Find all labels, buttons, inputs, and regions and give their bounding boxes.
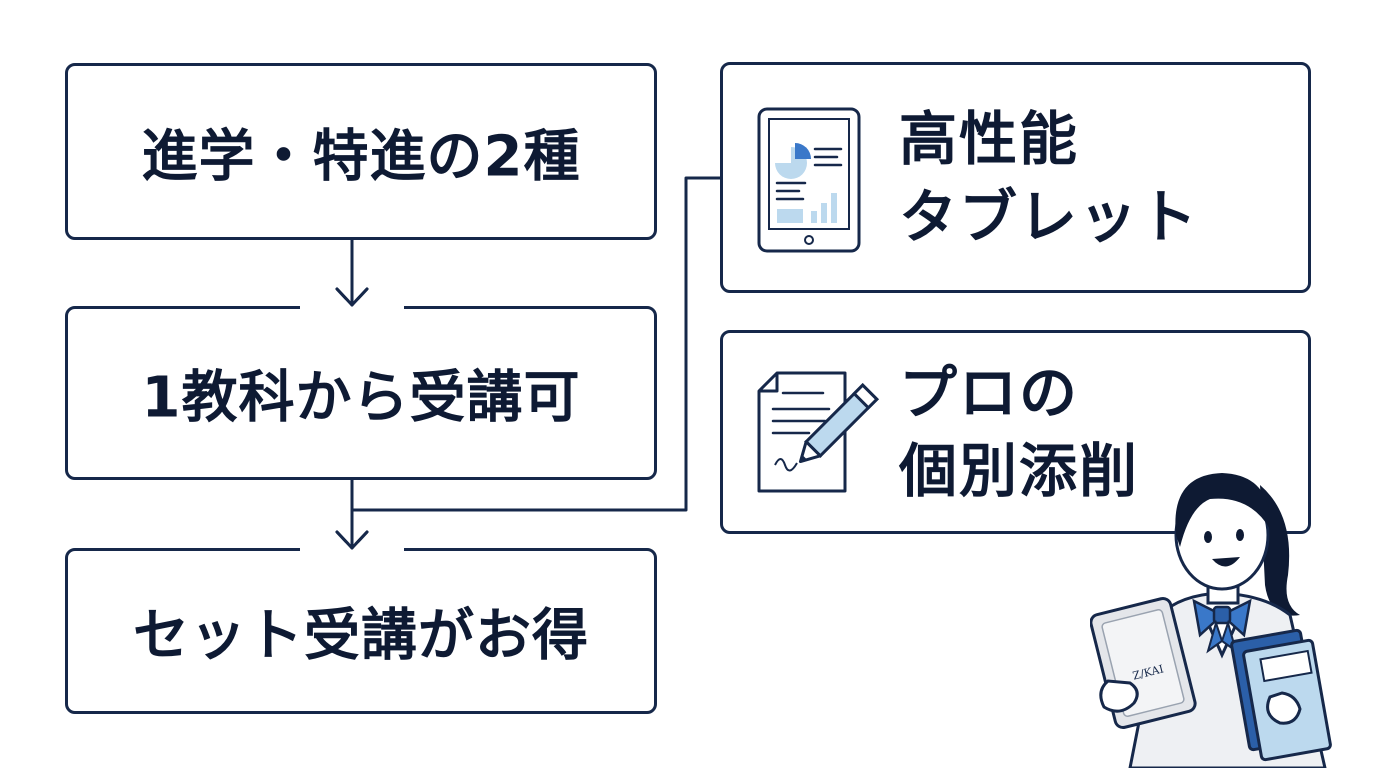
- bow-tie-icon: [1192, 598, 1252, 654]
- arrow-down-icon: [335, 530, 369, 550]
- flow-step1-label: 進学・特進の2種: [141, 124, 581, 189]
- flow-step2-label: 1教科から受講可: [141, 365, 581, 431]
- feature-correction-line2: 個別添削: [899, 437, 1140, 505]
- arrow-down-icon: [335, 287, 369, 307]
- feature-tablet-text: 高性能 タブレット: [899, 100, 1199, 256]
- flow-box-step2: 1教科から受講可: [65, 306, 657, 480]
- feature-correction-line1: プロの: [899, 359, 1080, 427]
- student-illustration: Z/KAI: [1090, 473, 1332, 768]
- flow-box-step3: セット受講がお得: [65, 548, 657, 714]
- flow-box-step1: 進学・特進の2種: [65, 63, 657, 240]
- ponytail: [1260, 485, 1300, 616]
- bracket-connector: [350, 176, 724, 512]
- flow-step3-label: セット受講がお得: [133, 603, 589, 669]
- document-pencil-icon: [757, 371, 879, 493]
- feature-correction-text: プロの 個別添削: [899, 354, 1139, 510]
- tablet-icon: [757, 107, 861, 253]
- feature-tablet-line2: タブレット: [899, 182, 1200, 251]
- feature-tablet-line1: 高性能: [899, 104, 1080, 173]
- feature-box-tablet: 高性能 タブレット: [720, 62, 1311, 293]
